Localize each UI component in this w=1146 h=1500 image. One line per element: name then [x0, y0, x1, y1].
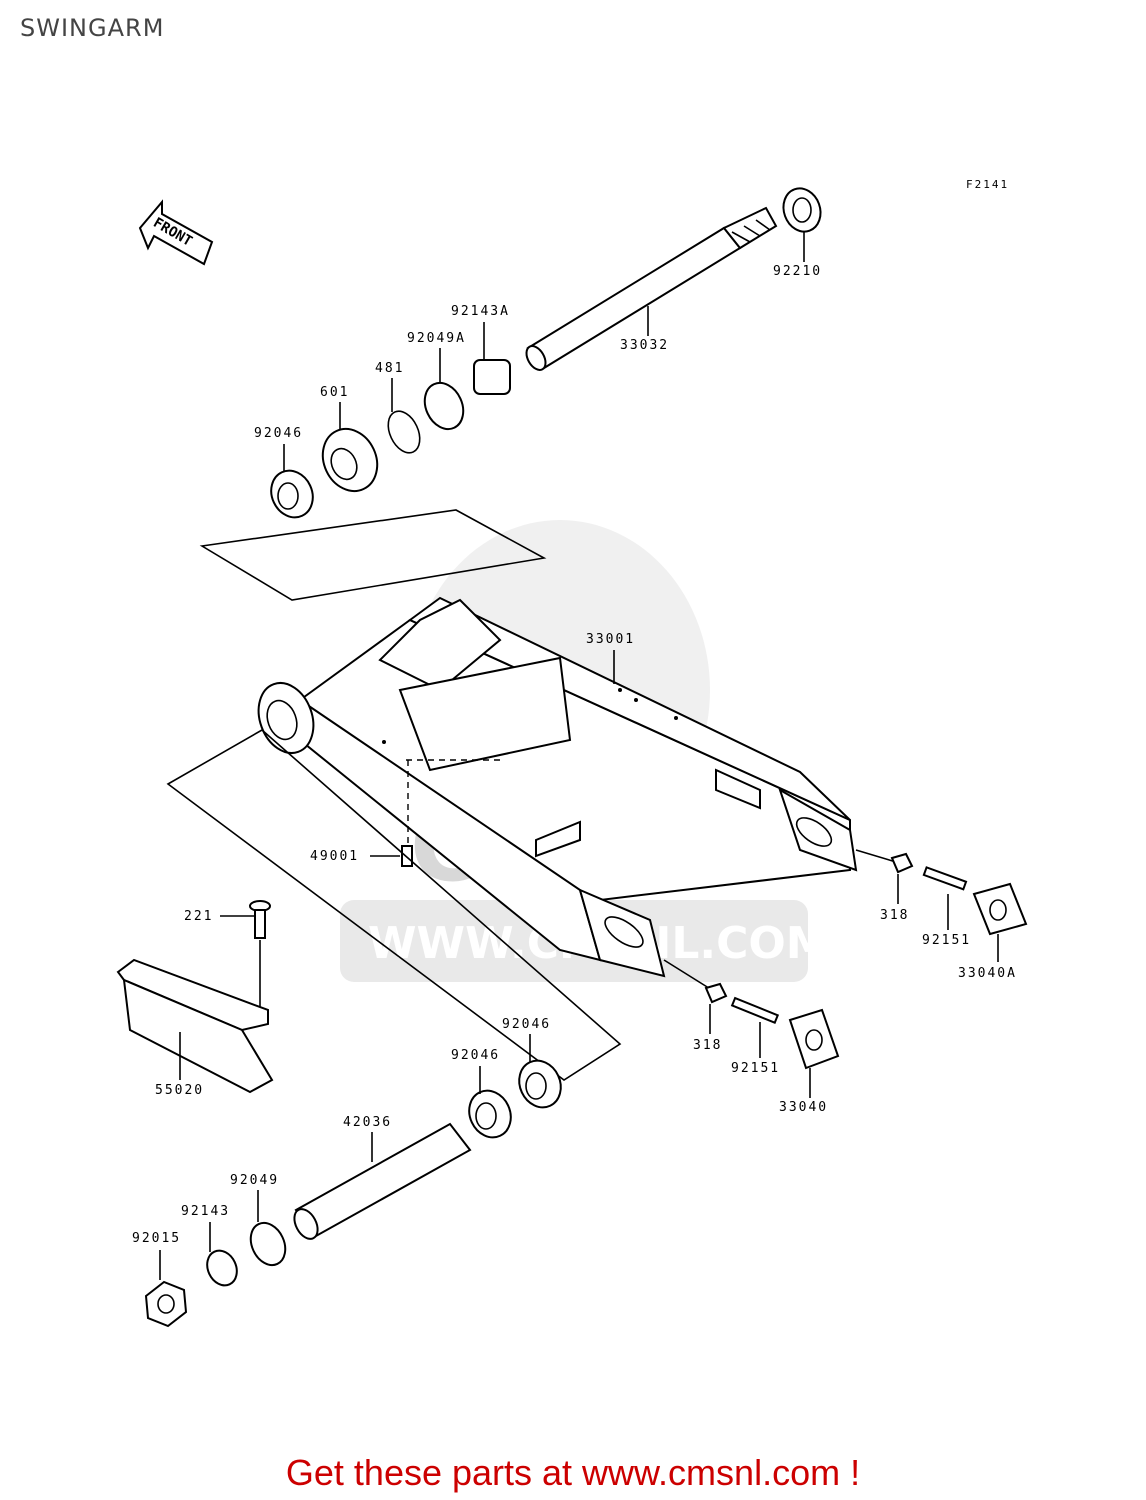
needle-bearing-92046-lower-right	[518, 1059, 562, 1109]
adjuster-set-left	[663, 959, 840, 1070]
screw-221	[249, 900, 271, 1010]
circlip-481	[387, 410, 421, 454]
nut-92015	[144, 1280, 188, 1328]
part-label-92046-lower-right[interactable]: 92046	[502, 1017, 552, 1032]
part-label-221[interactable]: 221	[184, 909, 214, 924]
part-label-92049A[interactable]: 92049A	[407, 331, 466, 346]
reference-box-top	[199, 509, 547, 601]
seal-92049	[249, 1221, 287, 1267]
part-label-92151-left[interactable]: 92151	[731, 1061, 781, 1076]
page-title: SWINGARM	[20, 14, 165, 42]
adjuster-set-right	[855, 849, 1028, 936]
part-label-481[interactable]: 481	[375, 361, 405, 376]
part-label-92046-top[interactable]: 92046	[254, 426, 304, 441]
part-label-33001[interactable]: 33001	[586, 632, 636, 647]
part-label-92143[interactable]: 92143	[181, 1204, 231, 1219]
collar-92143	[206, 1249, 238, 1287]
needle-bearing-92046-top	[270, 469, 314, 519]
part-label-92015[interactable]: 92015	[132, 1231, 182, 1246]
part-label-42036[interactable]: 42036	[343, 1115, 393, 1130]
leader-lines	[159, 232, 999, 1280]
part-label-318-left[interactable]: 318	[693, 1038, 723, 1053]
part-label-318-right[interactable]: 318	[880, 908, 910, 923]
grease-nipple-49001	[401, 760, 413, 867]
collar-92143A	[473, 359, 511, 395]
chain-guard-55020	[116, 958, 274, 1094]
seal-92049A	[423, 381, 465, 431]
part-label-55020[interactable]: 55020	[155, 1083, 205, 1098]
footer-promo-text[interactable]: Get these parts at www.cmsnl.com !	[285, 1452, 861, 1493]
part-label-601[interactable]: 601	[320, 385, 350, 400]
part-label-92143A[interactable]: 92143A	[451, 304, 510, 319]
part-label-33040A[interactable]: 33040A	[958, 966, 1017, 981]
sleeve-42036	[293, 1122, 472, 1240]
swingarm-33001	[257, 596, 858, 978]
part-label-33032[interactable]: 33032	[620, 338, 670, 353]
front-arrow-icon: FRONT	[138, 199, 214, 266]
part-label-92049[interactable]: 92049	[230, 1173, 280, 1188]
needle-bearing-92046-lower-left	[468, 1089, 512, 1139]
part-label-49001[interactable]: 49001	[310, 849, 360, 864]
locknut-92210	[782, 187, 822, 233]
part-label-33040[interactable]: 33040	[779, 1100, 829, 1115]
bearing-601	[321, 427, 379, 493]
reference-box-bottom	[166, 729, 622, 1081]
pivot-shaft	[525, 206, 778, 371]
part-label-92151-right[interactable]: 92151	[922, 933, 972, 948]
figure-code: F2141	[966, 178, 1010, 191]
part-label-92210[interactable]: 92210	[773, 264, 823, 279]
part-label-92046-lower-left[interactable]: 92046	[451, 1048, 501, 1063]
